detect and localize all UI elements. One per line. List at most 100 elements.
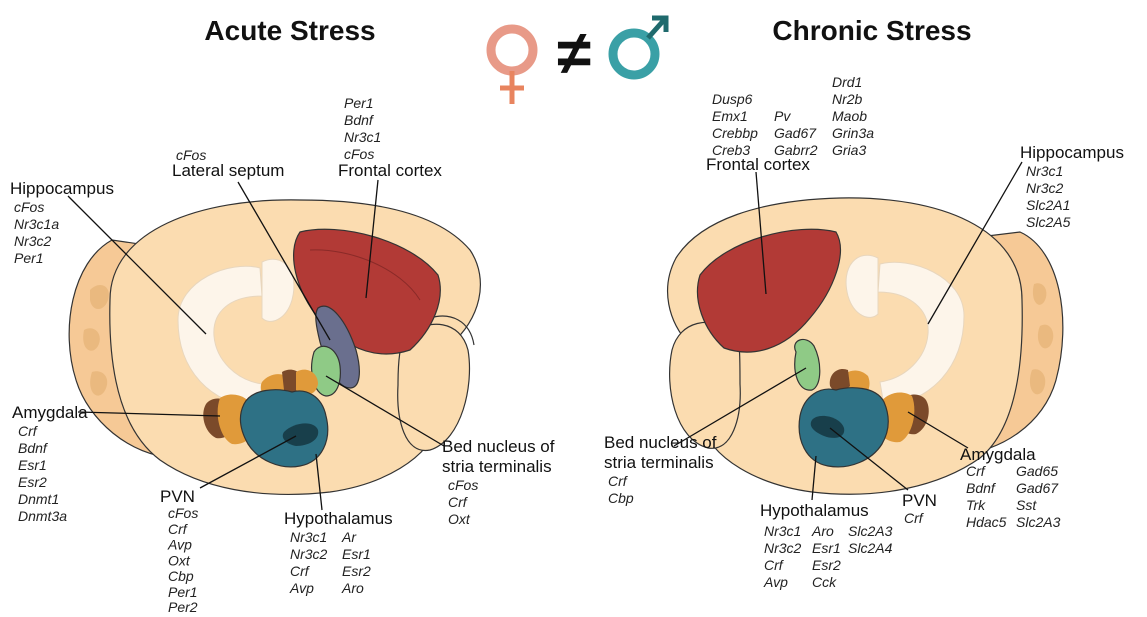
chronic-hypothalamus-gene: Esr1 bbox=[812, 540, 841, 556]
chronic-hippocampus-label-group: Hippocampus Nr3c1 Nr3c2 Slc2A1 Slc2A5 bbox=[1020, 143, 1124, 230]
chronic-amygdala-gene: Gad67 bbox=[1016, 480, 1059, 496]
chronic-amygdala-gene: Crf bbox=[966, 463, 987, 479]
chronic-frontal-cortex-gene: Gria3 bbox=[832, 142, 866, 158]
acute-bnst-label: stria terminalis bbox=[442, 457, 552, 476]
chronic-frontal-cortex-gene: Nr2b bbox=[832, 91, 863, 107]
acute-hypothalamus-label: Hypothalamus bbox=[284, 509, 393, 528]
not-equal-icon: ≠ bbox=[557, 19, 591, 88]
chronic-hypothalamus-gene: Cck bbox=[812, 574, 837, 590]
acute-bnst-gene: cFos bbox=[448, 477, 478, 493]
acute-bnst-gene: Oxt bbox=[448, 511, 471, 527]
acute-hypothalamus-label-group: Hypothalamus Nr3c1 Nr3c2 Crf Avp Ar Esr1… bbox=[284, 509, 393, 596]
chronic-frontal-cortex-gene: Emx1 bbox=[712, 108, 748, 124]
chronic-hypothalamus-gene: Slc2A3 bbox=[848, 523, 893, 539]
acute-frontal-cortex-gene: cFos bbox=[344, 146, 374, 162]
acute-bnst-label-group: Bed nucleus of stria terminalis cFos Crf… bbox=[442, 437, 555, 527]
chronic-frontal-cortex-gene: Pv bbox=[774, 108, 791, 124]
chronic-hippocampus-gene: Nr3c2 bbox=[1026, 180, 1064, 196]
acute-amygdala-label-group: Amygdala Crf Bdnf Esr1 Esr2 Dnmt1 Dnmt3a bbox=[12, 403, 88, 524]
acute-hypothalamus-gene: Esr1 bbox=[342, 546, 371, 562]
acute-title: Acute Stress bbox=[204, 15, 375, 46]
chronic-hypothalamus-gene: Nr3c1 bbox=[764, 523, 801, 539]
chronic-hypothalamus-label: Hypothalamus bbox=[760, 501, 869, 520]
chronic-hippocampus-gene: Slc2A1 bbox=[1026, 197, 1070, 213]
acute-hypothalamus-gene: Crf bbox=[290, 563, 311, 579]
chronic-pvn-label: PVN bbox=[902, 491, 937, 510]
chronic-hypothalamus-gene: Aro bbox=[811, 523, 834, 539]
acute-hippocampus-gene: cFos bbox=[14, 199, 44, 215]
acute-hypothalamus-gene: Avp bbox=[289, 580, 314, 596]
chronic-amygdala-gene: Trk bbox=[966, 497, 986, 513]
acute-frontal-cortex-gene: Bdnf bbox=[344, 112, 375, 128]
acute-pvn-gene: Cbp bbox=[168, 568, 194, 584]
chronic-frontal-cortex-label: Frontal cortex bbox=[706, 155, 810, 174]
acute-pvn-gene: Avp bbox=[167, 537, 192, 553]
acute-pvn-gene: Per2 bbox=[168, 599, 198, 615]
chronic-amygdala-gene: Slc2A3 bbox=[1016, 514, 1061, 530]
acute-frontal-cortex-gene: Per1 bbox=[344, 95, 374, 111]
acute-bnst-gene: Crf bbox=[448, 494, 469, 510]
acute-hippocampus-gene: Nr3c2 bbox=[14, 233, 52, 249]
acute-pvn-gene: cFos bbox=[168, 505, 198, 521]
acute-hippocampus-gene: Per1 bbox=[14, 250, 44, 266]
acute-amygdala-label: Amygdala bbox=[12, 403, 88, 422]
chronic-hypothalamus-gene: Nr3c2 bbox=[764, 540, 802, 556]
acute-amygdala-gene: Bdnf bbox=[18, 440, 49, 456]
acute-hippocampus-gene: Nr3c1a bbox=[14, 216, 59, 232]
chronic-hippocampus-gene: Nr3c1 bbox=[1026, 163, 1063, 179]
chronic-hypothalamus-gene: Crf bbox=[764, 557, 785, 573]
chronic-frontal-cortex-gene: Grin3a bbox=[832, 125, 874, 141]
chronic-amygdala-gene: Sst bbox=[1016, 497, 1037, 513]
chronic-bnst-gene: Cbp bbox=[608, 490, 634, 506]
chronic-hippocampus-gene: Slc2A5 bbox=[1026, 214, 1071, 230]
chronic-frontal-cortex-gene: Gad67 bbox=[774, 125, 817, 141]
chronic-amygdala-gene: Bdnf bbox=[966, 480, 997, 496]
acute-hypothalamus-gene: Esr2 bbox=[342, 563, 371, 579]
acute-lateral-septum-label-group: cFos Lateral septum bbox=[172, 147, 284, 180]
chronic-frontal-cortex-gene: Drd1 bbox=[832, 74, 862, 90]
acute-hypothalamus-gene: Nr3c1 bbox=[290, 529, 327, 545]
chronic-hypothalamus-label-group: Hypothalamus Nr3c1 Nr3c2 Crf Avp Aro Esr… bbox=[760, 501, 893, 590]
chronic-pvn-label-group: PVN Crf bbox=[902, 491, 937, 526]
acute-frontal-cortex-label: Frontal cortex bbox=[338, 161, 442, 180]
chronic-amygdala-label-group: Amygdala Crf Bdnf Trk Hdac5 Gad65 Gad67 … bbox=[960, 445, 1061, 530]
chronic-hypothalamus-gene: Avp bbox=[763, 574, 788, 590]
acute-pvn-gene: Crf bbox=[168, 521, 189, 537]
chronic-frontal-cortex-gene: Maob bbox=[832, 108, 867, 124]
acute-pvn-label-group: PVN cFos Crf Avp Oxt Cbp Per1 Per2 bbox=[160, 487, 198, 615]
chronic-amygdala-label: Amygdala bbox=[960, 445, 1036, 464]
acute-pvn-label: PVN bbox=[160, 487, 195, 506]
acute-hypothalamus-gene: Nr3c2 bbox=[290, 546, 328, 562]
chronic-bnst-label-group: Bed nucleus of stria terminalis Crf Cbp bbox=[604, 433, 717, 506]
acute-pvn-gene: Oxt bbox=[168, 552, 191, 568]
acute-lateral-septum-label: Lateral septum bbox=[172, 161, 284, 180]
acute-hippocampus-label: Hippocampus bbox=[10, 179, 114, 198]
chronic-bnst-gene: Crf bbox=[608, 473, 629, 489]
chronic-frontal-cortex-label-group: Dusp6 Emx1 Crebbp Creb3 Pv Gad67 Gabrr2 … bbox=[706, 74, 874, 174]
chronic-hypothalamus-gene: Slc2A4 bbox=[848, 540, 893, 556]
chronic-frontal-cortex-gene: Dusp6 bbox=[712, 91, 753, 107]
acute-amygdala-gene: Crf bbox=[18, 423, 39, 439]
acute-bnst-label: Bed nucleus of bbox=[442, 437, 555, 456]
chronic-hypothalamus-gene: Esr2 bbox=[812, 557, 841, 573]
chronic-amygdala-gene: Hdac5 bbox=[966, 514, 1007, 530]
acute-pvn-gene: Per1 bbox=[168, 584, 198, 600]
acute-hypothalamus-gene: Aro bbox=[341, 580, 364, 596]
acute-amygdala-gene: Esr2 bbox=[18, 474, 47, 490]
chronic-frontal-cortex-gene: Crebbp bbox=[712, 125, 758, 141]
chronic-bnst-label: stria terminalis bbox=[604, 453, 714, 472]
acute-amygdala-gene: Dnmt1 bbox=[18, 491, 59, 507]
chronic-bnst-label: Bed nucleus of bbox=[604, 433, 717, 452]
acute-amygdala-gene: Esr1 bbox=[18, 457, 47, 473]
acute-amygdala-gene: Dnmt3a bbox=[18, 508, 67, 524]
male-symbol-icon bbox=[613, 18, 666, 75]
acute-hypothalamus-gene: Ar bbox=[341, 529, 357, 545]
female-symbol-icon bbox=[491, 29, 533, 104]
chronic-amygdala-gene: Gad65 bbox=[1016, 463, 1058, 479]
acute-frontal-cortex-gene: Nr3c1 bbox=[344, 129, 381, 145]
chronic-title: Chronic Stress bbox=[772, 15, 971, 46]
chronic-pvn-gene: Crf bbox=[904, 510, 925, 526]
chronic-hippocampus-label: Hippocampus bbox=[1020, 143, 1124, 162]
acute-frontal-cortex-label-group: Per1 Bdnf Nr3c1 cFos Frontal cortex bbox=[338, 95, 442, 180]
